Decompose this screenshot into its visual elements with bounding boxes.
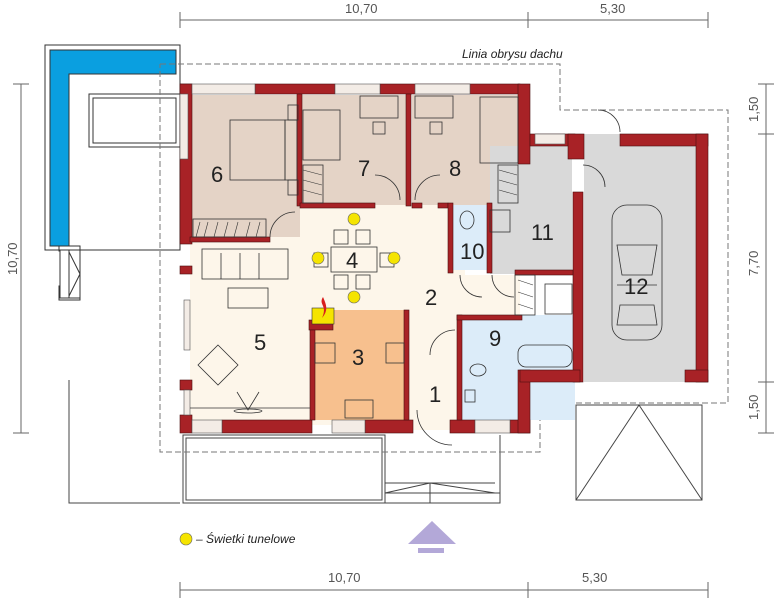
room-11-label: 11 — [531, 220, 554, 245]
dim-right-1: 1,50 — [746, 97, 761, 122]
terrace-outline — [68, 380, 703, 504]
furniture — [190, 95, 663, 419]
dim-bottom-1: 10,70 — [328, 570, 361, 585]
dimension-right — [758, 83, 774, 434]
dim-bottom-2: 5,30 — [582, 570, 607, 585]
tunnel-lights — [311, 212, 401, 304]
dim-top-2: 5,30 — [600, 1, 625, 16]
room-5-label: 5 — [254, 330, 266, 355]
dimension-left — [13, 83, 29, 434]
room-9-label: 9 — [489, 326, 501, 351]
room-4-label: 4 — [346, 248, 358, 273]
dimension-top — [179, 12, 709, 28]
room-2-label: 2 — [425, 285, 437, 310]
room-labels: 1 2 3 4 5 6 7 8 9 10 11 12 — [211, 156, 648, 407]
dim-right-3: 1,50 — [746, 395, 761, 420]
room-8-label: 8 — [449, 156, 461, 181]
roof-outline — [159, 63, 729, 453]
room-6-label: 6 — [211, 162, 223, 187]
pool — [44, 44, 181, 301]
room-12-label: 12 — [624, 274, 648, 299]
wardrobe-hatching — [195, 169, 534, 310]
dim-top-1: 10,70 — [345, 1, 378, 16]
dim-right-2: 7,70 — [746, 251, 761, 276]
dimension-bottom — [179, 582, 709, 598]
roof-outline-label: Linia obrysu dachu — [462, 47, 563, 61]
room-10-label: 10 — [460, 239, 484, 264]
room-7-label: 7 — [358, 156, 370, 181]
windows — [179, 83, 566, 434]
fireplace-icon — [311, 297, 335, 325]
tunnel-light-icon — [179, 532, 193, 546]
doors — [269, 109, 621, 446]
legend-label: – Świetki tunelowe — [195, 531, 296, 546]
dim-left-1: 10,70 — [5, 242, 20, 275]
room-1-label: 1 — [429, 382, 441, 407]
entrance-arrow-icon — [408, 521, 456, 553]
room-3-label: 3 — [352, 345, 364, 370]
legend: – Świetki tunelowe — [179, 531, 296, 546]
